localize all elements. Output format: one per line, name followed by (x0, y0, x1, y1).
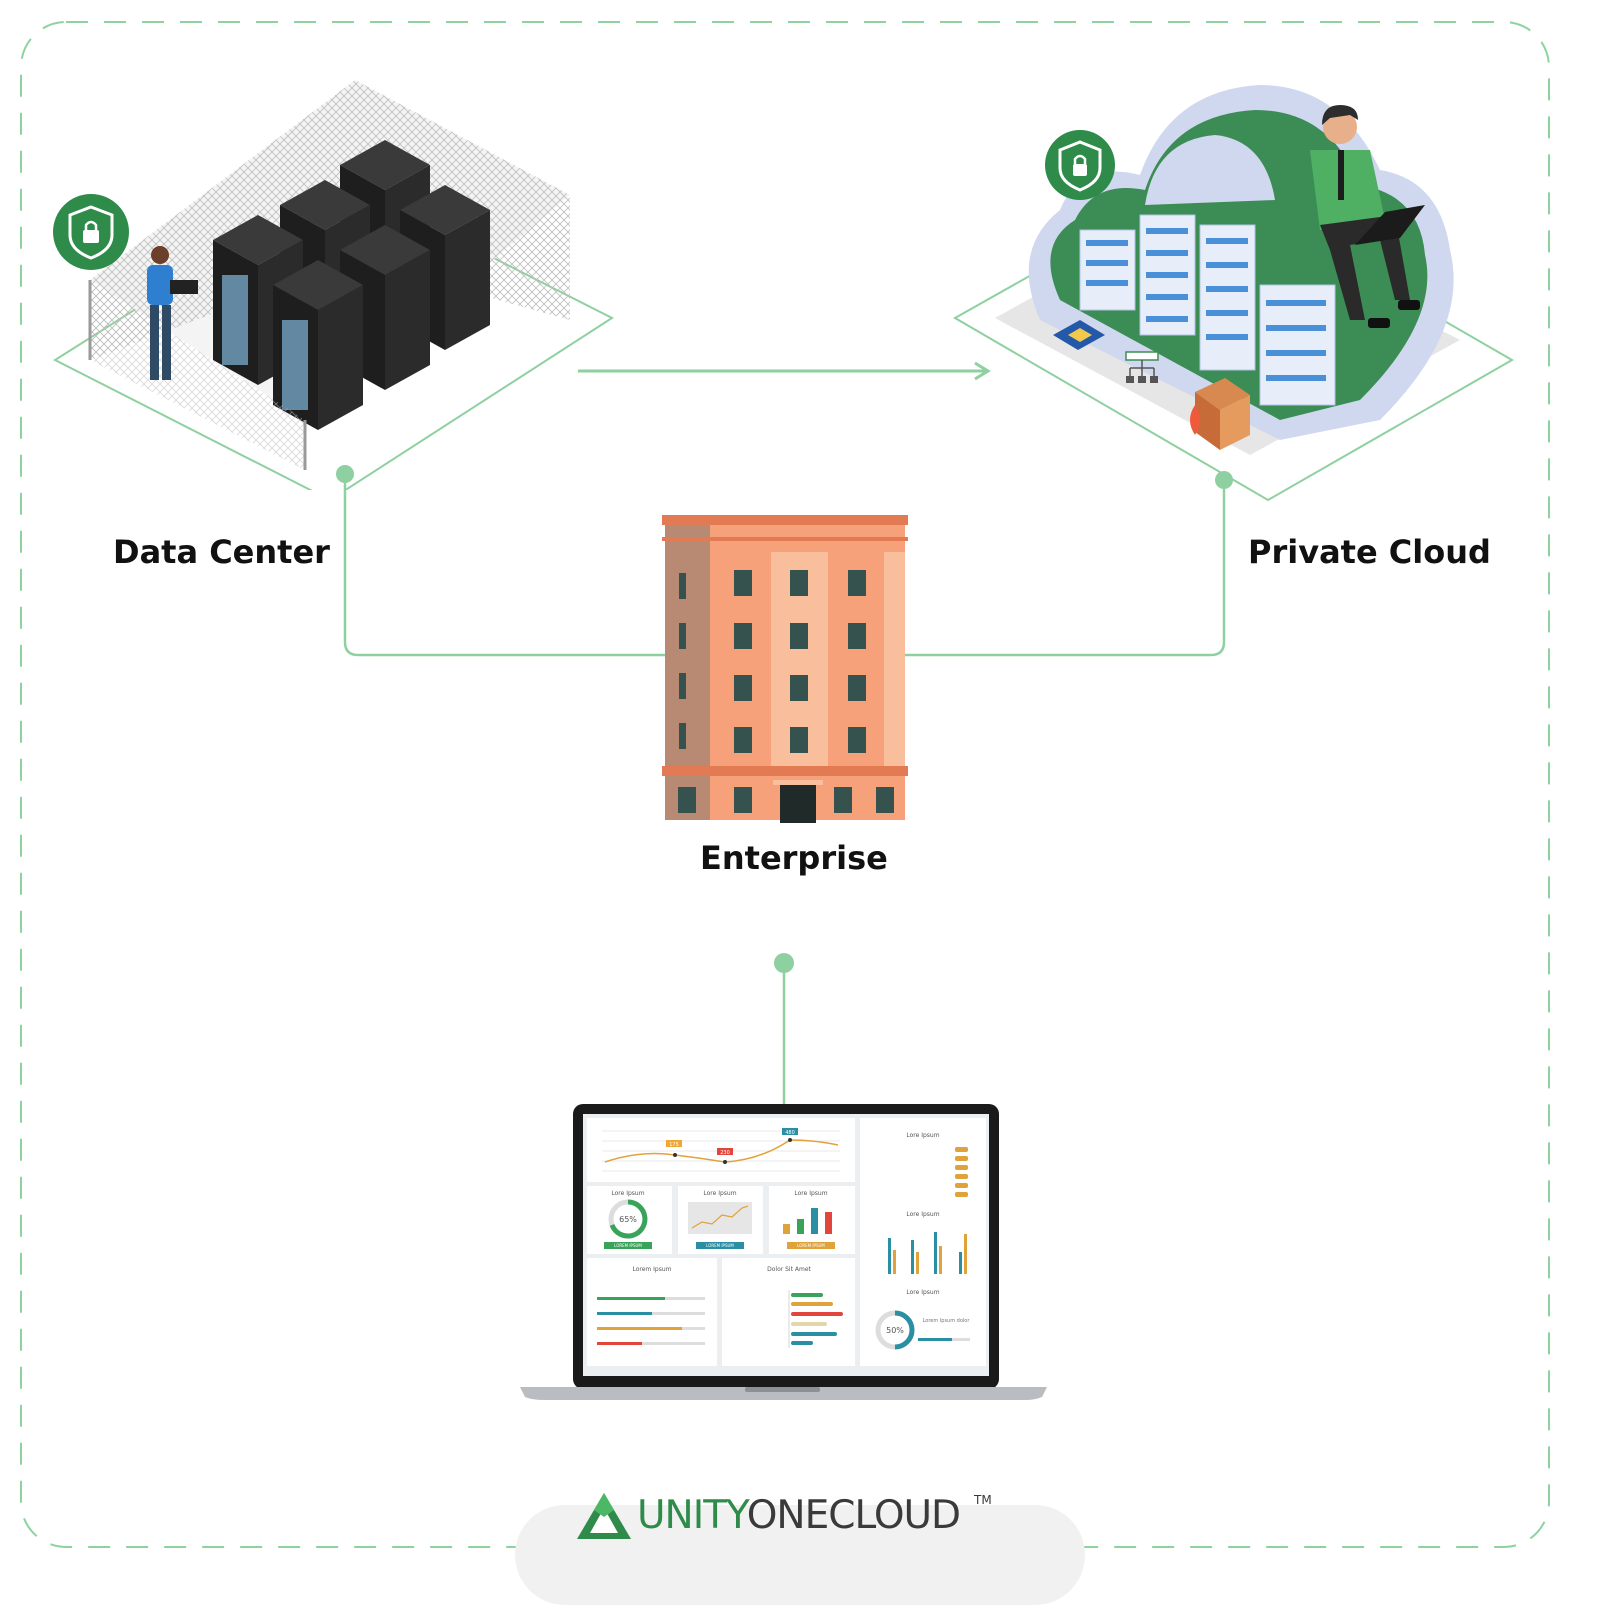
connector-dot (1215, 471, 1233, 489)
brand-wordmark: UNITYONECLOUD (637, 1493, 961, 1538)
side-panel-title: Lore Ipsum (906, 1211, 939, 1218)
line-chart-tag (782, 1128, 798, 1135)
card-button: LOREM IPSUM (706, 1243, 734, 1248)
donut-value: 65% (619, 1215, 637, 1224)
bars-panel-title: Dolor Sit Amet (767, 1266, 811, 1273)
card-button: LOREM IPSUM (614, 1243, 642, 1248)
line-chart-tag-text: 480 (785, 1130, 795, 1136)
connector-dot (774, 953, 794, 973)
data-center-illustration (52, 80, 615, 490)
unityonecloud-logo-mark (577, 1493, 631, 1539)
list-panel-title: Lorem Ipsum (632, 1266, 671, 1273)
private-cloud-label: Private Cloud (1248, 533, 1491, 571)
line-chart-tag (717, 1148, 733, 1155)
arrow-head (974, 361, 991, 381)
gauge-value: 50% (886, 1326, 904, 1335)
brand-part-1: UNITY (637, 1493, 748, 1538)
line-chart-tag-text: 175 (669, 1142, 679, 1148)
line-chart-tag (666, 1140, 682, 1147)
connector-dot (336, 465, 354, 483)
side-panel-title: Lore Ipsum (906, 1289, 939, 1296)
line-chart-tag-text: 230 (720, 1150, 730, 1156)
brand-part-2: ONECLOUD (746, 1493, 961, 1538)
connector-cloud-enterprise (900, 480, 1226, 657)
card-title: Lore Ipsum (611, 1190, 644, 1197)
card-title: Lore Ipsum (703, 1190, 736, 1197)
data-center-label: Data Center (113, 533, 330, 571)
side-panel-title: Lore Ipsum (906, 1132, 939, 1139)
connector-datacenter-enterprise (343, 474, 670, 657)
enterprise-label: Enterprise (700, 839, 888, 877)
card-title: Lore Ipsum (794, 1190, 827, 1197)
enterprise-building-illustration (662, 515, 908, 823)
card-button: LOREM IPSUM (797, 1243, 825, 1248)
private-cloud-illustration (952, 85, 1515, 502)
laptop-dashboard-illustration: 175 230 480 Lore Ipsum Lore Ipsum Lore I… (520, 1104, 1047, 1400)
gauge-label: Lorem Ipsum dolor (923, 1318, 971, 1324)
trademark: TM (974, 1493, 992, 1507)
